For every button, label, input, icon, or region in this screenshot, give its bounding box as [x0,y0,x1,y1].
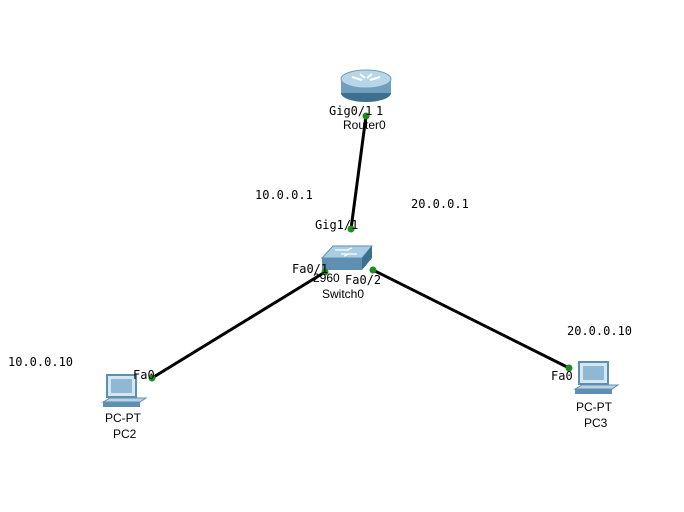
ip-label-10-0-0-1: 10.0.0.1 [255,188,313,202]
link-indicator-switch-fa0-1 [321,268,329,276]
router-name-label: Router0 [343,118,386,132]
pc3-port-fa0-label: Fa0 [551,369,573,383]
link-router-switch[interactable] [349,115,368,230]
switch-icon[interactable] [320,245,374,270]
pc2-computer-icon[interactable] [101,374,148,407]
pc3-name-label: PC3 [584,416,608,430]
router-icon[interactable] [340,69,392,102]
link-indicator-switch-gig1-1 [347,225,355,233]
link-indicator-pc2-fa0 [148,374,156,382]
ip-label-20-0-0-10: 20.0.0.10 [567,324,633,338]
switch-port-fa0-2-label: Fa0/2 [345,273,382,287]
link-indicator-pc3-fa0 [565,364,573,372]
switch-model-label: 2960 [313,271,340,285]
pc2-port-fa0-label: Fa0 [133,368,155,382]
ip-label-20-0-0-1: 20.0.0.1 [411,197,469,211]
pc2-name-label: PC2 [113,427,137,441]
switch-port-fa0-1-label: Fa0/1 [292,262,329,276]
pc3-type-label: PC-PT [576,400,612,414]
router-port-gig0-1-label: Gig0/1 [329,104,373,118]
ip-label-10-0-0-10: 10.0.0.10 [8,355,74,369]
pc2-type-label: PC-PT [105,411,141,425]
pc3-computer-icon[interactable] [573,361,620,394]
link-indicator-router-gig0-1 [362,112,370,120]
switch-name-label: Switch0 [322,287,365,301]
link-switch-pc2[interactable] [151,270,326,380]
switch-port-gig1-1-label: Gig1/1 [315,218,359,232]
link-indicator-switch-fa0-2 [369,266,377,274]
link-switch-pc3[interactable] [372,268,570,370]
router-port-suffix-label: 1 [376,104,384,118]
